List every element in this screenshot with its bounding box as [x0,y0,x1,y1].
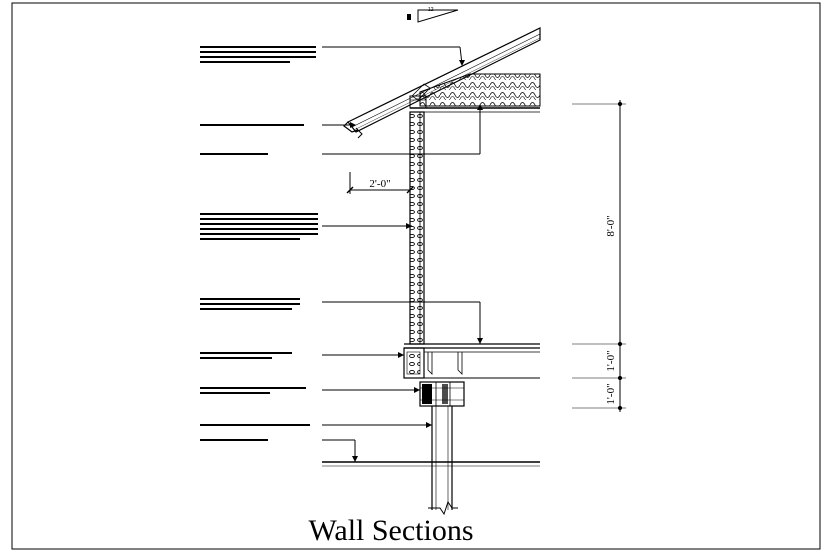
girder-beam [419,381,465,407]
svg-text:12: 12 [428,7,434,13]
drawing-title: Wall Sections [308,514,474,547]
crawl-height-dimension-label: 1'-0" [605,383,617,404]
vertical-dimension-string [572,100,626,412]
floor-depth-dimension-label: 1'-0" [605,350,617,371]
support-post [428,406,458,516]
note-text-blocks [200,46,318,441]
overhang-dimension-label: 2'-0" [369,178,390,190]
slope-indicator: 12 [407,7,459,23]
sheet-border [11,2,821,550]
leader-arrows [350,60,483,462]
wall-assembly [409,111,425,345]
wall-height-dimension-label: 8'-0" [605,215,617,236]
floor-assembly [403,343,540,379]
ground-line [322,461,540,467]
leader-lines [322,46,481,462]
roof-assembly [343,27,541,139]
overhang-dimension [346,172,414,194]
